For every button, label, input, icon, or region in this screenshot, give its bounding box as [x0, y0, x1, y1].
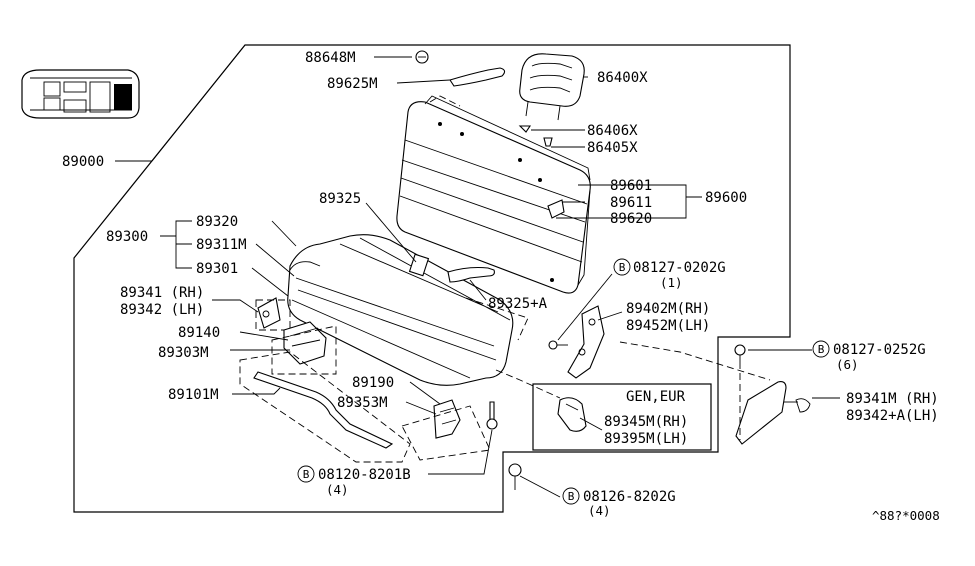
label-89342a: 89342+A(LH) — [846, 408, 939, 424]
label-86406x: 86406X — [587, 123, 638, 139]
recliner-89402m — [567, 305, 605, 379]
bolt-marker-08120-8201b: B — [297, 465, 315, 483]
leader-lines — [115, 44, 840, 498]
label-08127-0202g: 08127-0202G — [633, 260, 726, 276]
label-89303m: 89303M — [158, 345, 209, 361]
bracket-89341m — [735, 381, 811, 445]
bolt-08120-8201b — [486, 401, 498, 430]
label-89342: 89342 (LH) — [120, 302, 204, 318]
label-08126-8202g-qty: (4) — [588, 503, 611, 518]
svg-text:B: B — [619, 261, 626, 274]
bolt-88648m — [415, 50, 429, 64]
bracket-89625m — [449, 67, 506, 87]
label-89140: 89140 — [178, 325, 220, 341]
svg-text:B: B — [303, 468, 310, 481]
screw-86406x — [518, 125, 532, 133]
bolt-marker-08127-0252g: B — [812, 340, 830, 358]
screw-86405x — [543, 137, 553, 147]
reference-lines — [429, 95, 771, 440]
label-89341: 89341 (RH) — [120, 285, 204, 301]
svg-text:B: B — [818, 343, 825, 356]
label-89320: 89320 — [196, 214, 238, 230]
hinge-89341 — [255, 297, 291, 331]
strap-89325a — [447, 266, 495, 283]
label-89301: 89301 — [196, 261, 238, 277]
label-08127-0252g: 08127-0252G — [833, 342, 926, 358]
bracket-89303m — [271, 321, 337, 375]
bolt-marker-08126-8202g: B — [562, 487, 580, 505]
label-89625m: 89625M — [327, 76, 378, 92]
label-89000: 89000 — [62, 154, 104, 170]
label-89402m: 89402M(RH) — [626, 301, 710, 317]
bolt-marker-08127-0202g: B — [613, 258, 631, 276]
label-89395m: 89395M(LH) — [604, 431, 688, 447]
label-89600: 89600 — [705, 190, 747, 206]
seat-back — [396, 95, 591, 294]
boundary-outline — [73, 44, 791, 513]
label-08120-8201b: 08120-8201B — [318, 467, 411, 483]
diagram-code: ^88?*0008 — [872, 508, 940, 523]
latch-89353m — [401, 399, 491, 461]
gen-eur-box — [532, 383, 712, 451]
label-86405x: 86405X — [587, 140, 638, 156]
label-08127-0252g-qty: (6) — [836, 357, 859, 372]
label-gen-eur: GEN,EUR — [626, 389, 686, 405]
bolt-08127-0252g — [734, 344, 746, 362]
label-08127-0202g-qty: (1) — [660, 275, 683, 290]
label-89601: 89601 — [610, 178, 652, 194]
label-89311m: 89311M — [196, 237, 247, 253]
svg-text:B: B — [568, 490, 575, 503]
vehicle-thumbnail — [21, 69, 140, 119]
label-89452m: 89452M(LH) — [626, 318, 710, 334]
headrest — [519, 53, 585, 121]
label-86400x: 86400X — [597, 70, 648, 86]
label-89611: 89611 — [610, 195, 652, 211]
label-89101m: 89101M — [168, 387, 219, 403]
label-89190: 89190 — [352, 375, 394, 391]
label-89300: 89300 — [106, 229, 148, 245]
rail-89101m — [239, 351, 411, 463]
label-89353m: 89353M — [337, 395, 388, 411]
label-89325a: 89325+A — [488, 296, 548, 312]
label-08126-8202g: 08126-8202G — [583, 489, 676, 505]
trim-89345m — [557, 397, 587, 432]
bolt-08126-8202g — [508, 463, 522, 490]
label-88648m: 88648M — [305, 50, 356, 66]
label-89345m: 89345M(RH) — [604, 414, 688, 430]
bolt-08127-0202g — [548, 340, 568, 350]
label-89620: 89620 — [610, 211, 652, 227]
label-08120-8201b-qty: (4) — [326, 482, 349, 497]
label-89341m: 89341M (RH) — [846, 391, 939, 407]
label-89325: 89325 — [319, 191, 361, 207]
